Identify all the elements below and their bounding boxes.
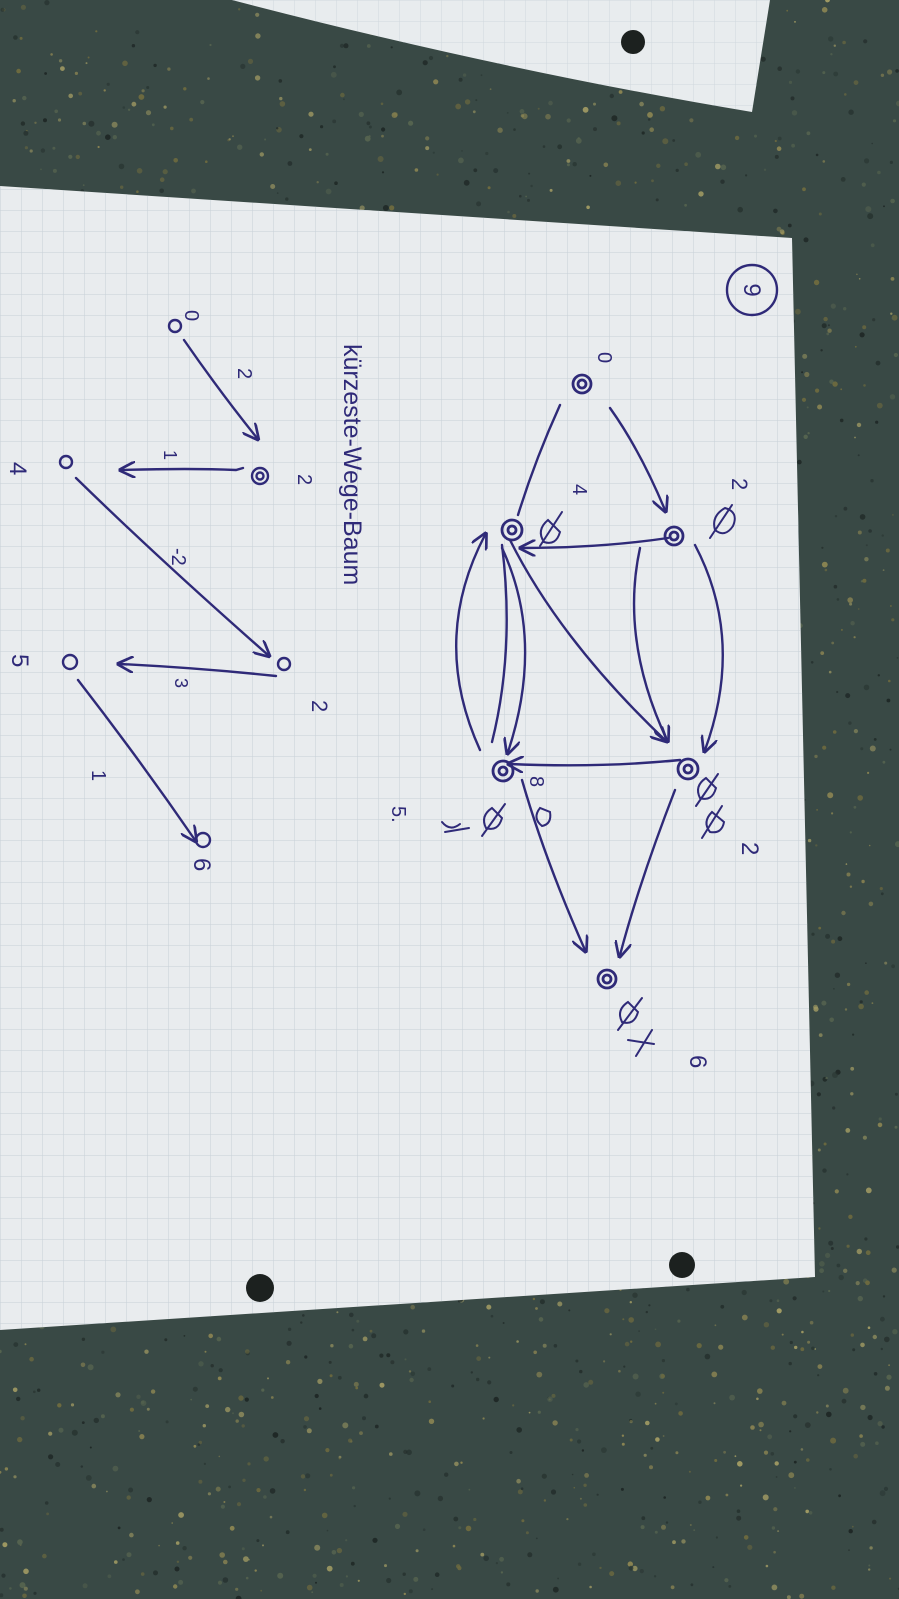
graph-node-label: 2 (727, 478, 752, 490)
tree-node (61, 653, 79, 671)
graph-node (596, 968, 618, 990)
tree-labels: 0 2 4 2 5 6 2 1 -2 3 1 (4, 310, 332, 871)
punch-hole (621, 30, 645, 54)
top-paper-sheet (232, 0, 770, 112)
graph-node-label: 4 (568, 484, 590, 495)
tree-node (276, 656, 292, 672)
stray-mark: 5. (387, 806, 409, 823)
tree-edges (74, 338, 278, 840)
tree-nodes (58, 318, 292, 849)
punch-hole (246, 1274, 274, 1302)
tree-node (58, 454, 74, 470)
tree-node-label: 2 (293, 474, 315, 485)
tree-edge-label: 1 (87, 770, 109, 781)
main-paper-sheet (0, 186, 815, 1330)
punch-hole (669, 1252, 695, 1278)
crossed-out-numbers (441, 504, 736, 1057)
tree-node (167, 318, 183, 334)
tree-node-label: 4 (4, 462, 31, 475)
svg-text:9: 9 (738, 283, 765, 296)
tree-edge-label: 1 (160, 450, 180, 460)
exercise-number: 9 (725, 263, 779, 317)
graph-node (663, 525, 685, 547)
tree-edge-label: 2 (233, 368, 255, 379)
graph-node (491, 759, 515, 783)
graph-edges (455, 403, 724, 955)
tree-node-label: 2 (307, 700, 332, 712)
tree-title: kürzeste-Wege-Baum (338, 344, 366, 585)
graph-node-label: 0 (593, 352, 615, 363)
tree-edge-label: 3 (171, 678, 191, 688)
graph-node (676, 757, 700, 781)
tree-node-label: 5 (6, 654, 33, 667)
graph-nodes (491, 373, 700, 990)
graph-node-label: 2 (736, 842, 763, 855)
tree-node-label: 6 (188, 858, 215, 871)
graph-labels: 0 2 4 8 2 6 5. (387, 352, 763, 1068)
tree-node (194, 831, 212, 849)
tree-node-label: 0 (180, 310, 202, 321)
graph-node-label: 8 (525, 776, 547, 787)
graph-node (571, 373, 593, 395)
handwriting: 9 (4, 263, 779, 1068)
tree-node (250, 466, 270, 486)
tree-edge-label: -2 (167, 548, 189, 566)
graph-node-label: 6 (684, 1055, 711, 1068)
graph-node (500, 518, 524, 542)
